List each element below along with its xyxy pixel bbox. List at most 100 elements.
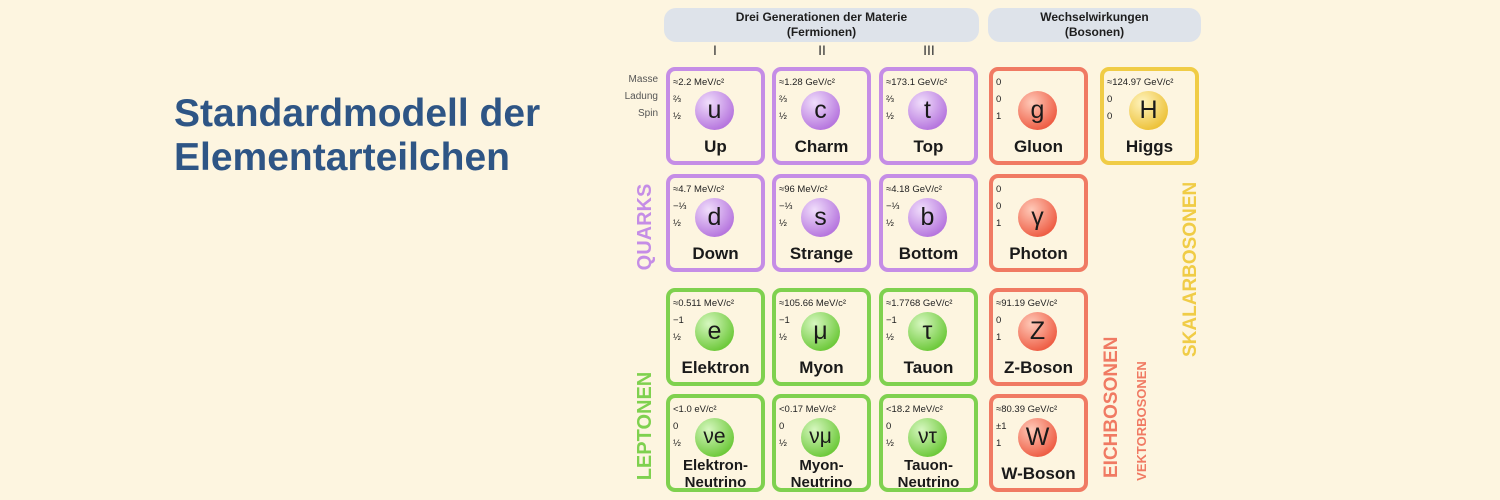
particle-mass: ≈96 MeV/c² bbox=[779, 184, 828, 195]
particle-name: W-Boson bbox=[1001, 464, 1076, 483]
generation-3-label: III bbox=[923, 42, 935, 58]
particle-props: ≈4.7 MeV/c² −⅓ ½ bbox=[673, 181, 724, 232]
particle-props: <1.0 eV/c² 0 ½ bbox=[673, 401, 717, 452]
title-line-2: Elementarteilchen bbox=[174, 136, 510, 179]
header-fermions-line-2: (Fermionen) bbox=[786, 25, 857, 39]
particle-spin: 1 bbox=[996, 332, 1002, 343]
particle-spin: ½ bbox=[886, 332, 894, 343]
particle-name: Strange bbox=[789, 244, 854, 263]
particle-spin: 1 bbox=[996, 438, 1002, 449]
particle-card-muon-neutrino[interactable]: <0.17 MeV/c² 0 ½ νμ Myon- Neutrino bbox=[772, 394, 871, 492]
particle-symbol: b bbox=[908, 198, 947, 237]
particle-name: Elektron bbox=[681, 358, 750, 377]
particle-spin: ½ bbox=[779, 218, 787, 229]
particle-symbol: Z bbox=[1018, 312, 1057, 351]
row-label-charge: Ladung bbox=[624, 91, 658, 102]
particle-props: ≈91.19 GeV/c² 0 1 bbox=[996, 295, 1057, 346]
particle-card-top[interactable]: ≈173.1 GeV/c² ⅔ ½ t Top bbox=[879, 67, 978, 165]
particle-symbol: γ bbox=[1018, 198, 1057, 237]
particle-name: Tauon- Neutrino bbox=[883, 457, 974, 491]
particle-charge: 0 bbox=[996, 201, 1002, 212]
particle-symbol: c bbox=[801, 91, 840, 130]
particle-mass: ≈2.2 MeV/c² bbox=[673, 77, 725, 88]
particle-name: Down bbox=[692, 244, 739, 263]
particle-props: ≈124.97 GeV/c² 0 0 bbox=[1107, 74, 1173, 125]
particle-name: Charm bbox=[794, 137, 849, 156]
header-bosons-line-2: (Bosonen) bbox=[1064, 25, 1125, 39]
particle-props: <18.2 MeV/c² 0 ½ bbox=[886, 401, 943, 452]
generation-1-label: I bbox=[713, 42, 717, 58]
particle-card-up[interactable]: ≈2.2 MeV/c² ⅔ ½ u Up bbox=[666, 67, 765, 165]
particle-symbol: W bbox=[1018, 418, 1057, 457]
particle-mass: 0 bbox=[996, 184, 1002, 195]
particle-mass: ≈0.511 MeV/c² bbox=[673, 298, 735, 309]
particle-card-tau-neutrino[interactable]: <18.2 MeV/c² 0 ½ ντ Tauon- Neutrino bbox=[879, 394, 978, 492]
particle-card-electron[interactable]: ≈0.511 MeV/c² −1 ½ e Elektron bbox=[666, 288, 765, 386]
group-label-scalar-bosons: SKALARBOSONEN bbox=[1180, 181, 1201, 357]
particle-charge: −1 bbox=[779, 315, 790, 326]
particle-charge: −1 bbox=[886, 315, 897, 326]
particle-symbol: νμ bbox=[801, 418, 840, 457]
particle-symbol: g bbox=[1018, 91, 1057, 130]
particle-charge: −⅓ bbox=[886, 201, 900, 212]
particle-symbol: s bbox=[801, 198, 840, 237]
particle-symbol: νe bbox=[695, 418, 734, 457]
particle-symbol: τ bbox=[908, 312, 947, 351]
particle-name-line-1: Myon- bbox=[799, 457, 844, 474]
particle-name: Higgs bbox=[1125, 137, 1174, 156]
group-label-vector-bosons: VEKTORBOSONEN bbox=[1134, 361, 1149, 481]
particle-spin: ½ bbox=[779, 438, 787, 449]
particle-charge: ⅔ bbox=[673, 94, 681, 105]
particle-card-gluon[interactable]: 0 0 1 g Gluon bbox=[989, 67, 1088, 165]
particle-symbol: e bbox=[695, 312, 734, 351]
particle-card-z-boson[interactable]: ≈91.19 GeV/c² 0 1 Z Z-Boson bbox=[989, 288, 1088, 386]
particle-charge: ⅔ bbox=[886, 94, 894, 105]
particle-name: Up bbox=[704, 137, 727, 156]
particle-charge: −⅓ bbox=[779, 201, 793, 212]
particle-name: Photon bbox=[1009, 244, 1068, 263]
header-fermions-line-1: Drei Generationen der Materie bbox=[735, 10, 908, 24]
particle-symbol: μ bbox=[801, 312, 840, 351]
particle-mass: ≈4.18 GeV/c² bbox=[886, 184, 942, 195]
particle-card-strange[interactable]: ≈96 MeV/c² −⅓ ½ s Strange bbox=[772, 174, 871, 272]
particle-name: Gluon bbox=[1013, 137, 1064, 156]
particle-spin: ½ bbox=[779, 111, 787, 122]
particle-spin: ½ bbox=[673, 218, 681, 229]
particle-mass: <18.2 MeV/c² bbox=[886, 404, 943, 415]
particle-mass: <0.17 MeV/c² bbox=[779, 404, 836, 415]
particle-spin: 1 bbox=[996, 111, 1002, 122]
particle-card-muon[interactable]: ≈105.66 MeV/c² −1 ½ μ Myon bbox=[772, 288, 871, 386]
particle-spin: ½ bbox=[779, 332, 787, 343]
particle-props: ≈173.1 GeV/c² ⅔ ½ bbox=[886, 74, 947, 125]
particle-mass: ≈173.1 GeV/c² bbox=[886, 77, 948, 88]
particle-card-w-boson[interactable]: ≈80.39 GeV/c² ±1 1 W W-Boson bbox=[989, 394, 1088, 492]
particle-card-higgs[interactable]: ≈124.97 GeV/c² 0 0 H Higgs bbox=[1100, 67, 1199, 165]
particle-spin: 0 bbox=[1107, 111, 1113, 122]
particle-card-bottom[interactable]: ≈4.18 GeV/c² −⅓ ½ b Bottom bbox=[879, 174, 978, 272]
particle-charge: ±1 bbox=[996, 421, 1007, 432]
header-bosons: Wechselwirkungen (Bosonen) bbox=[988, 8, 1201, 42]
particle-name-line-1: Tauon- bbox=[904, 457, 953, 474]
row-label-mass: Masse bbox=[628, 74, 658, 85]
particle-charge: 0 bbox=[996, 94, 1002, 105]
particle-mass: ≈4.7 MeV/c² bbox=[673, 184, 725, 195]
particle-props: ≈80.39 GeV/c² ±1 1 bbox=[996, 401, 1057, 452]
particle-charge: 0 bbox=[1107, 94, 1113, 105]
particle-card-electron-neutrino[interactable]: <1.0 eV/c² 0 ½ νe Elektron- Neutrino bbox=[666, 394, 765, 492]
particle-name: Elektron- Neutrino bbox=[670, 457, 761, 491]
particle-spin: ½ bbox=[673, 111, 681, 122]
particle-props: 0 0 1 bbox=[996, 181, 1001, 232]
particle-charge: ⅔ bbox=[779, 94, 787, 105]
particle-name-line-2: Neutrino bbox=[897, 474, 960, 491]
particle-card-charm[interactable]: ≈1.28 GeV/c² ⅔ ½ c Charm bbox=[772, 67, 871, 165]
particle-props: ≈96 MeV/c² −⅓ ½ bbox=[779, 181, 828, 232]
particle-card-tau[interactable]: ≈1.7768 GeV/c² −1 ½ τ Tauon bbox=[879, 288, 978, 386]
particle-spin: ½ bbox=[886, 438, 894, 449]
particle-charge: 0 bbox=[779, 421, 785, 432]
particle-mass: ≈80.39 GeV/c² bbox=[996, 404, 1058, 415]
particle-name: Bottom bbox=[898, 244, 959, 263]
particle-props: ≈1.28 GeV/c² ⅔ ½ bbox=[779, 74, 835, 125]
particle-card-photon[interactable]: 0 0 1 γ Photon bbox=[989, 174, 1088, 272]
particle-card-down[interactable]: ≈4.7 MeV/c² −⅓ ½ d Down bbox=[666, 174, 765, 272]
